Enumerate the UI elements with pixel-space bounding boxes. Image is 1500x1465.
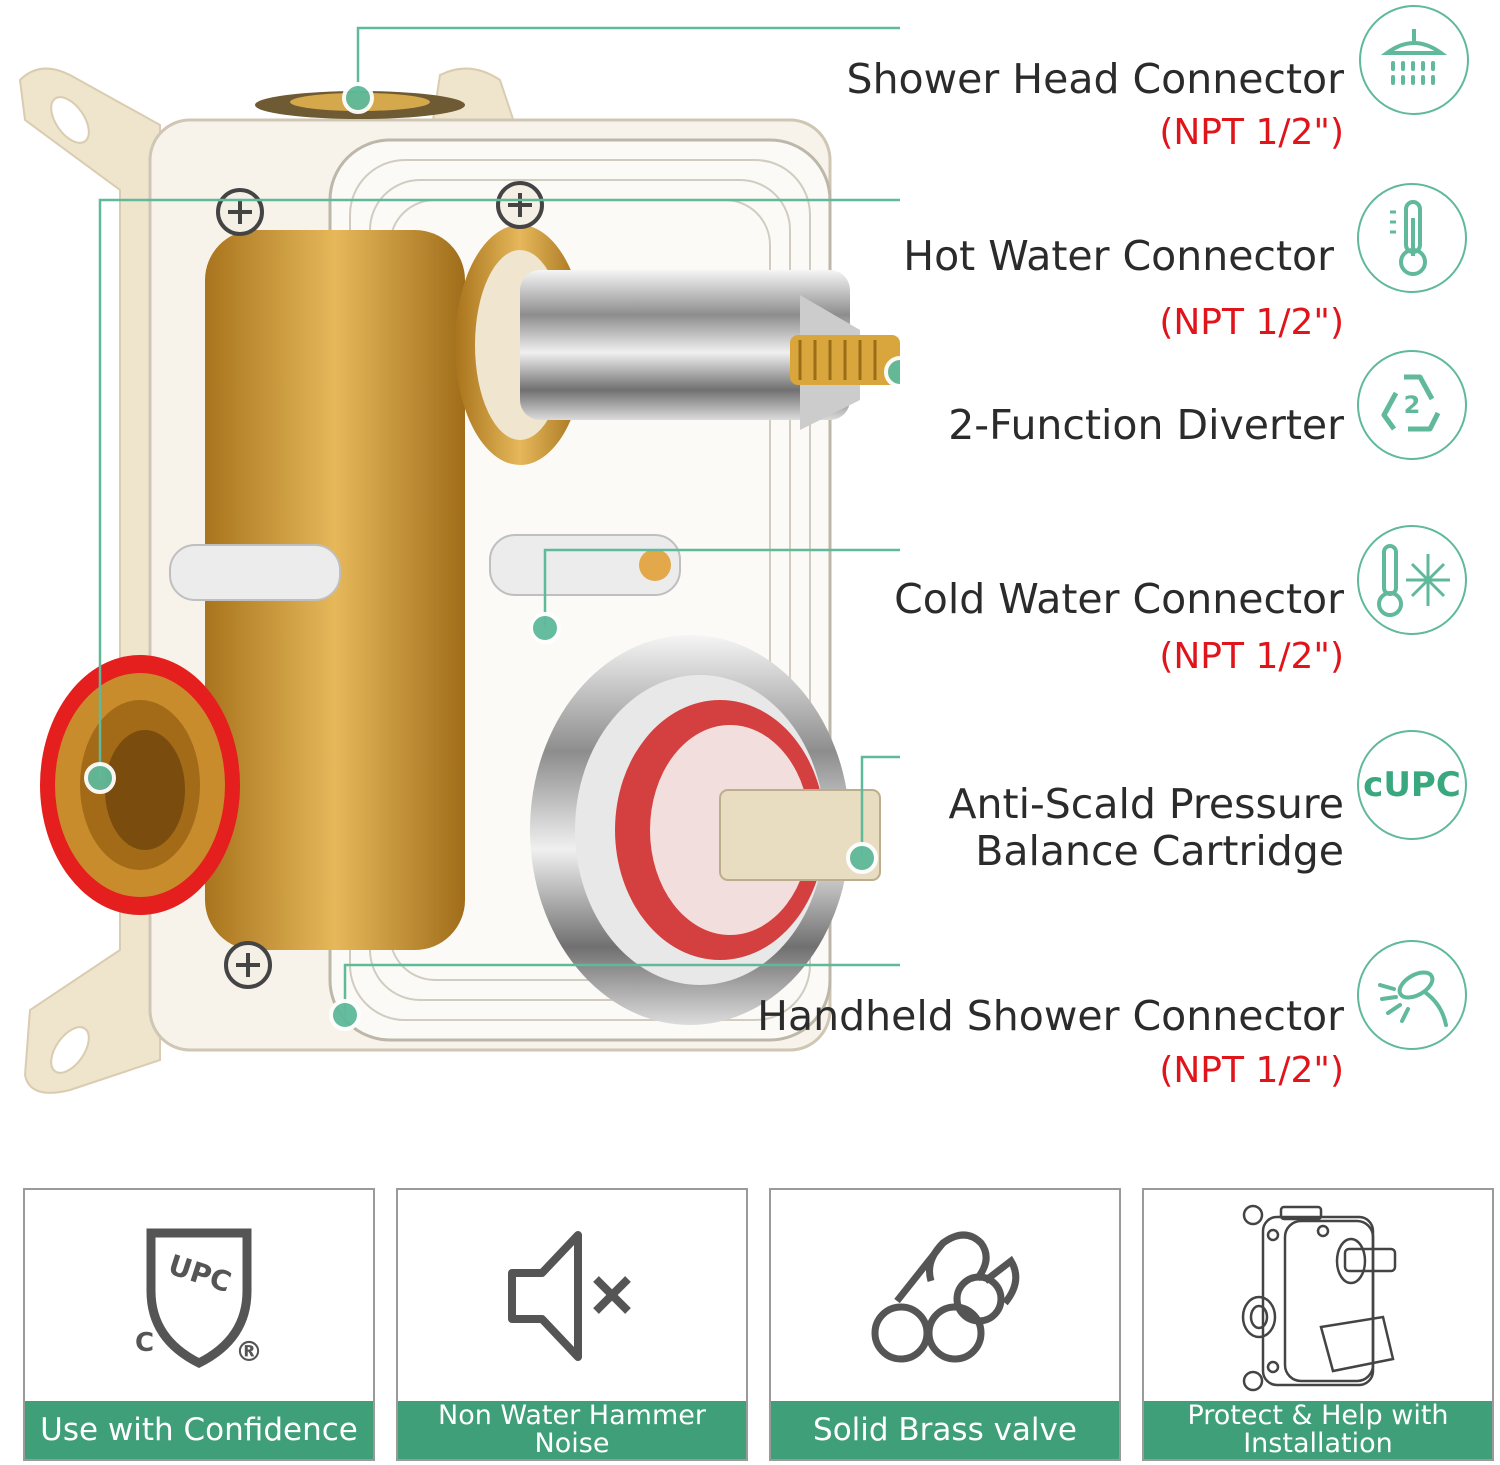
svg-text:2: 2 bbox=[1404, 391, 1421, 419]
feature-installation: Protect & Help with Installation bbox=[1142, 1188, 1494, 1461]
brass-rods-icon bbox=[871, 1231, 1020, 1363]
r-mark-text: ® bbox=[235, 1335, 263, 1368]
shower-head-icon bbox=[1359, 5, 1469, 115]
hot-water-connector-spec: (NPT 1/2") bbox=[1159, 302, 1344, 343]
muted-speaker-icon bbox=[508, 1231, 631, 1361]
hot-water-connector-label: Hot Water Connector bbox=[903, 232, 1334, 280]
recycle-2-icon: 2 bbox=[1357, 350, 1467, 460]
feature-confidence: UPC C ® Use with Confidence bbox=[23, 1188, 375, 1461]
handheld-shower-icon bbox=[1357, 940, 1467, 1050]
cartridge-label-line2: Balance Cartridge bbox=[975, 827, 1344, 876]
feature-confidence-label: Use with Confidence bbox=[40, 1411, 358, 1448]
feature-installation-label: Protect & Help with Installation bbox=[1187, 1399, 1449, 1459]
upc-shield-icon: UPC C ® bbox=[135, 1228, 263, 1369]
feature-confidence-bar: Use with Confidence bbox=[25, 1401, 373, 1459]
feature-brass-bar: Solid Brass valve bbox=[771, 1401, 1119, 1459]
shower-head-connector-label: Shower Head Connector bbox=[846, 55, 1344, 103]
cupc-text: cUPC bbox=[1363, 765, 1461, 805]
feature-no-hammer-bar: Non Water Hammer Noise bbox=[398, 1401, 746, 1459]
upc-shield-text: UPC bbox=[164, 1248, 235, 1299]
handheld-shower-connector-spec: (NPT 1/2") bbox=[1159, 1050, 1344, 1091]
feature-brass: Solid Brass valve bbox=[769, 1188, 1121, 1461]
handheld-shower-connector-label: Handheld Shower Connector bbox=[757, 992, 1344, 1040]
feature-installation-bar: Protect & Help with Installation bbox=[1144, 1401, 1492, 1459]
cartridge-label: Anti-Scald Pressure Balance Cartridge bbox=[948, 780, 1344, 876]
feature-brass-label: Solid Brass valve bbox=[813, 1411, 1077, 1448]
cartridge-label-line1: Anti-Scald Pressure bbox=[948, 780, 1344, 828]
valve-illustration bbox=[18, 26, 900, 1094]
thermometer-icon bbox=[1357, 183, 1467, 293]
cold-water-connector-label: Cold Water Connector bbox=[894, 575, 1344, 623]
feature-no-hammer: Non Water Hammer Noise bbox=[396, 1188, 748, 1461]
cupc-icon: cUPC bbox=[1357, 730, 1467, 840]
valve-box-sketch-icon bbox=[1241, 1204, 1397, 1391]
cold-water-connector-spec: (NPT 1/2") bbox=[1159, 636, 1344, 677]
diverter-label: 2-Function Diverter bbox=[948, 401, 1344, 449]
c-mark-text: C bbox=[135, 1328, 154, 1358]
cold-thermometer-icon bbox=[1357, 525, 1467, 635]
shower-head-connector-spec: (NPT 1/2") bbox=[1159, 112, 1344, 153]
feature-no-hammer-label: Non Water Hammer Noise bbox=[438, 1399, 706, 1459]
